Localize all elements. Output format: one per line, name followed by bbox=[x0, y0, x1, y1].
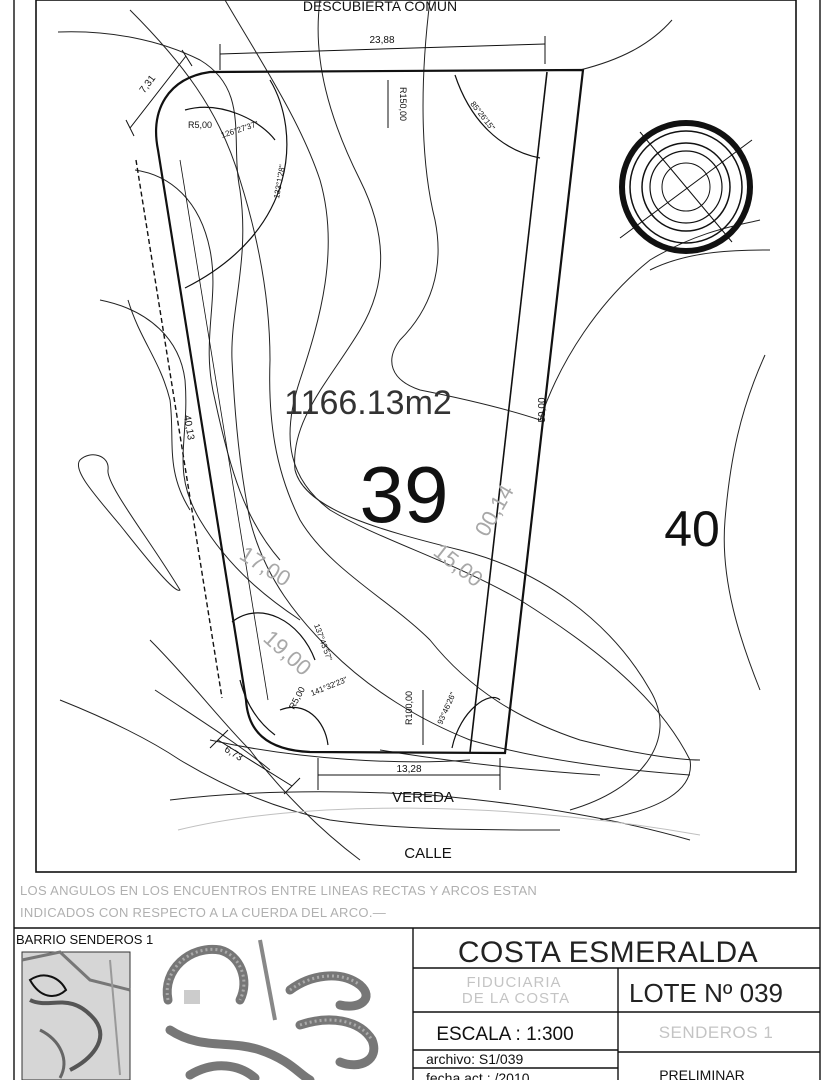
angle-a4: 137°43'57" bbox=[312, 623, 334, 663]
company-line-2: DE LA COSTA bbox=[462, 990, 570, 1007]
neighbor-lot-number: 40 bbox=[664, 501, 720, 557]
contour-14: 00,14 bbox=[470, 480, 519, 540]
dimension-labels: 23,88 13,28 50,00 40,13 7,31 6,73 R5,00 … bbox=[138, 35, 548, 775]
lot-number: 39 bbox=[360, 450, 449, 539]
dim-corner-bottom: 6,73 bbox=[222, 744, 245, 764]
contour-17: 17,00 bbox=[235, 541, 295, 591]
escala-label: ESCALA : 1:300 bbox=[436, 1024, 573, 1045]
drawing-frame bbox=[35, 0, 797, 873]
fecha-label: fecha act.: /2010 bbox=[426, 1070, 530, 1080]
company-line-1: FIDUCIARIA bbox=[466, 974, 561, 991]
contour-19: 19,00 bbox=[259, 625, 317, 680]
barrio-label: BARRIO SENDEROS 1 bbox=[16, 932, 153, 947]
angle-a3: 85°26'15" bbox=[468, 100, 496, 133]
lote-label: LOTE Nº 039 bbox=[629, 978, 783, 1008]
angle-a1: 126°27'37" bbox=[220, 119, 260, 140]
note-line-1: LOS ANGULOS EN LOS ENCUENTROS ENTRE LINE… bbox=[20, 883, 537, 898]
compass-icon bbox=[619, 120, 753, 254]
dim-radius-bottom-left: R5,00 bbox=[287, 685, 307, 711]
location-minimap bbox=[21, 939, 379, 1085]
dim-top: 23,88 bbox=[369, 35, 394, 46]
dimension-lines bbox=[125, 36, 546, 795]
vereda-label: VEREDA bbox=[392, 789, 454, 806]
top-area-label: DESCUBIERTA COMUN bbox=[303, 0, 457, 14]
note-line-2: INDICADOS CON RESPECTO A LA CUERDA DEL A… bbox=[20, 905, 386, 920]
angle-a5: 141°32'23" bbox=[309, 675, 348, 698]
title-block bbox=[14, 927, 820, 1080]
dim-corner-top: 7,31 bbox=[138, 73, 159, 96]
calle-label: CALLE bbox=[404, 845, 452, 862]
dim-left: 40,13 bbox=[181, 414, 196, 441]
angle-arcs bbox=[184, 74, 541, 749]
lot-39-boundary bbox=[155, 68, 585, 755]
left-dashed-line bbox=[135, 159, 223, 699]
senderos-label: SENDEROS 1 bbox=[659, 1023, 774, 1042]
area-label: 1166.13m2 bbox=[284, 384, 452, 422]
right-inner-line bbox=[469, 71, 548, 753]
dim-radius-top: R150,00 bbox=[398, 87, 408, 121]
angle-a2: 133°1'28" bbox=[272, 164, 287, 199]
contour-lines bbox=[57, 0, 771, 861]
dim-radius-top-left: R5,00 bbox=[188, 120, 212, 130]
angle-a6: 93°46'26" bbox=[436, 691, 458, 726]
dim-bottom: 13,28 bbox=[396, 764, 421, 775]
estado-label: PRELIMINAR bbox=[659, 1067, 745, 1080]
dim-radius-bottom: R100,00 bbox=[404, 691, 414, 725]
left-inner-line bbox=[179, 159, 269, 701]
road-curve bbox=[177, 807, 701, 836]
dim-right: 50,00 bbox=[537, 397, 548, 422]
project-title: COSTA ESMERALDA bbox=[458, 936, 758, 969]
teardrop-contour bbox=[78, 454, 181, 591]
archivo-label: archivo: S1/039 bbox=[426, 1051, 523, 1067]
contour-15: 15,00 bbox=[429, 538, 488, 592]
